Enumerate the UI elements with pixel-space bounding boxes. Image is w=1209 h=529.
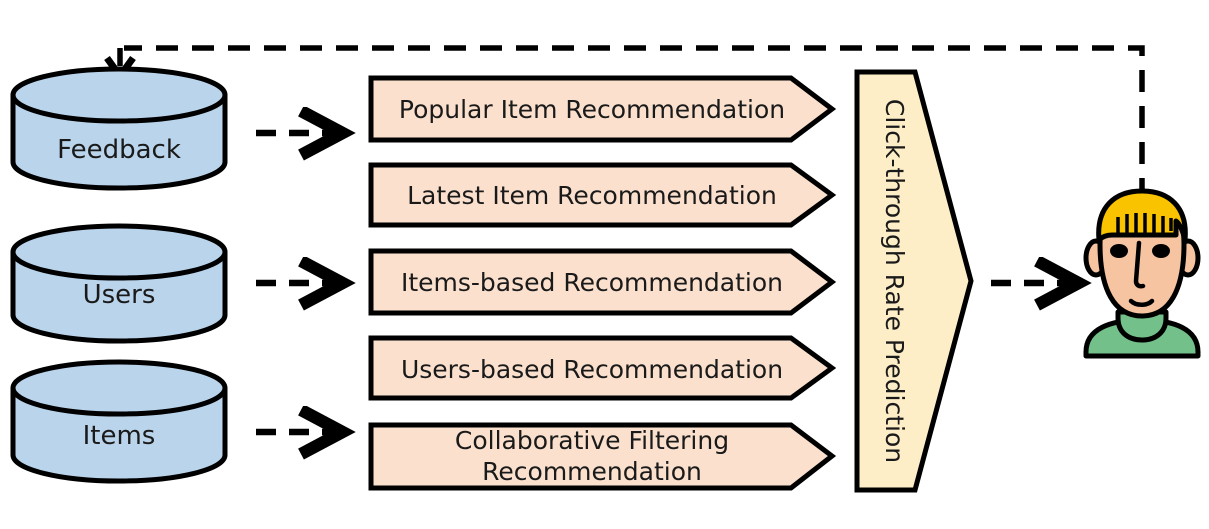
recommender-popular-item-label: Popular Item Recommendation (399, 95, 785, 124)
users-database-label: Users (83, 280, 156, 310)
database-group: Feedback Users Items (10, 66, 228, 484)
users-database[interactable]: Users (10, 223, 228, 344)
recommender-latest-item[interactable]: Latest Item Recommendation (368, 162, 837, 228)
avatar-eye-right (1152, 244, 1170, 258)
ctr-prediction-block[interactable]: Click-through Rate Prediction (854, 69, 974, 493)
ctr-prediction-label: Click-through Rate Prediction (880, 99, 909, 463)
recommender-items-based[interactable]: Items-based Recommendation (368, 248, 837, 316)
avatar-eye-left (1110, 244, 1128, 258)
avatar-hair (1096, 188, 1188, 243)
recommender-popular-item[interactable]: Popular Item Recommendation (368, 75, 837, 143)
recommender-items-based-label: Items-based Recommendation (401, 268, 783, 297)
avatar-bangs (1116, 213, 1173, 235)
recommender-collaborative-filtering[interactable]: Collaborative Filtering Recommendation (368, 422, 837, 491)
items-database-label: Items (83, 421, 156, 451)
recommender-users-based[interactable]: Users-based Recommendation (368, 335, 837, 401)
database-to-recommender-arrows (256, 133, 340, 432)
items-database[interactable]: Items (10, 359, 228, 484)
feedback-database-label: Feedback (57, 135, 181, 165)
feedback-database[interactable]: Feedback (10, 66, 228, 191)
user-avatar[interactable] (1083, 188, 1201, 359)
recommender-latest-item-label: Latest Item Recommendation (407, 181, 777, 210)
recommender-group: Popular Item Recommendation Latest Item … (368, 75, 837, 491)
recommender-collaborative-filtering-label-line1: Collaborative Filtering (455, 426, 729, 455)
recommender-collaborative-filtering-label-line2: Recommendation (482, 457, 702, 486)
avatar-mouth (1128, 298, 1155, 307)
recommender-users-based-label: Users-based Recommendation (401, 355, 783, 384)
avatar-nose (1133, 240, 1146, 289)
